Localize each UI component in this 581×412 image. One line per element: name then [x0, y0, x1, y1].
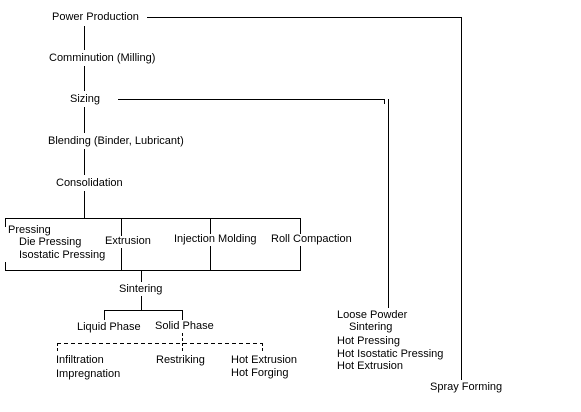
node-solid-phase: Solid Phase	[155, 320, 214, 332]
node-injection-molding: Injection Molding	[174, 233, 257, 245]
node-hot-extrusion-2: Hot Extrusion	[337, 360, 404, 372]
node-impregnation: Impregnation	[56, 368, 121, 380]
node-loose-powder: Loose Powder	[337, 309, 408, 321]
node-isostatic-pressing: Isostatic Pressing	[19, 249, 106, 261]
node-restriking: Restriking	[156, 354, 205, 366]
node-blending: Blending (Binder, Lubricant)	[48, 135, 184, 147]
node-consolidation: Consolidation	[56, 177, 123, 189]
node-infiltration: Infiltration	[56, 354, 104, 366]
node-roll-compaction: Roll Compaction	[271, 233, 352, 245]
node-liquid-phase: Liquid Phase	[77, 321, 141, 333]
node-extrusion: Extrusion	[105, 235, 151, 247]
node-hot-pressing: Hot Pressing	[337, 335, 400, 347]
node-hot-extrusion: Hot Extrusion	[231, 354, 298, 366]
node-spray-forming: Spray Forming	[430, 381, 503, 393]
node-power-production: Power Production	[52, 11, 139, 23]
node-comminution: Comminution (Milling)	[49, 52, 156, 64]
node-hot-forging: Hot Forging	[231, 367, 289, 379]
node-die-pressing: Die Pressing	[19, 236, 82, 248]
node-pressing: Pressing	[8, 224, 51, 236]
node-sizing: Sizing	[70, 93, 100, 105]
node-hot-isostatic-pressing: Hot Isostatic Pressing	[337, 348, 444, 360]
node-sintering: Sintering	[119, 283, 163, 295]
node-loose-sintering: Sintering	[349, 321, 393, 333]
